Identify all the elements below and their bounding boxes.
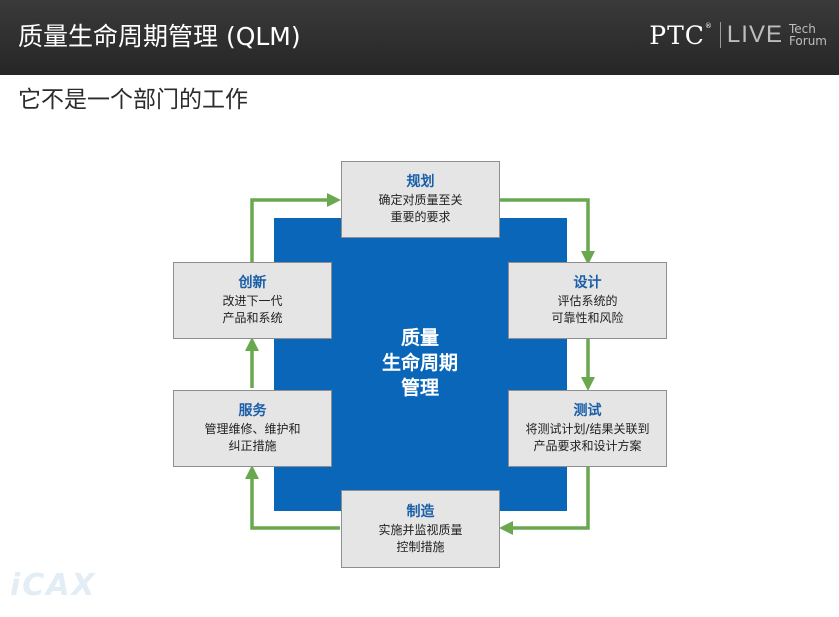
icax-watermark: iCAX xyxy=(10,568,97,603)
core-line-2: 生命周期 xyxy=(381,352,458,374)
qlm-core-label: 质量 生命周期 管理 xyxy=(360,326,480,401)
stage-test-desc-2: 产品要求和设计方案 xyxy=(533,439,642,453)
stage-plan-desc: 确定对质量至关 重要的要求 xyxy=(378,192,462,226)
stage-test: 测试 将测试计划/结果关联到 产品要求和设计方案 xyxy=(508,390,667,467)
stage-manufacture-title: 制造 xyxy=(406,503,435,520)
stage-manufacture: 制造 实施并监视质量 控制措施 xyxy=(341,490,500,568)
stage-manufacture-desc: 实施并监视质量 控制措施 xyxy=(378,522,462,556)
stage-service-desc-1: 管理维修、维护和 xyxy=(204,422,301,436)
stage-plan-desc-1: 确定对质量至关 xyxy=(378,193,463,207)
stage-manufacture-desc-2: 控制措施 xyxy=(396,539,445,554)
logo-tech-text: Tech xyxy=(788,22,816,36)
stage-innovate-desc: 改进下一代 产品和系统 xyxy=(222,293,282,327)
stage-plan-title: 规划 xyxy=(406,174,435,190)
stage-plan-desc-2: 重要的要求 xyxy=(390,210,451,224)
logo-registered-mark: ® xyxy=(704,22,712,30)
stage-innovate-desc-1: 改进下一代 xyxy=(222,294,283,308)
logo-divider xyxy=(719,22,721,48)
stage-service-title: 服务 xyxy=(238,403,267,419)
arrow-plan-to-design xyxy=(500,198,595,265)
header-bar: 质量生命周期管理 (QLM) PTC ® LIVE Tech Forum xyxy=(0,0,839,75)
stage-service-desc-2: 纠正措施 xyxy=(228,439,277,453)
arrow-test-to-manufacture xyxy=(499,466,590,535)
stage-service: 服务 管理维修、维护和 纠正措施 xyxy=(173,390,332,467)
stage-design-desc: 评估系统的 可靠性和风险 xyxy=(551,293,623,327)
stage-innovate-title: 创新 xyxy=(238,275,267,291)
logo-tech-forum: Tech Forum xyxy=(789,23,827,47)
core-line-1: 质量 xyxy=(400,327,439,349)
logo-live-text: LIVE xyxy=(726,21,783,48)
stage-manufacture-desc-1: 实施并监视质量 xyxy=(378,522,463,537)
stage-innovate: 创新 改进下一代 产品和系统 xyxy=(173,262,332,339)
stage-design: 设计 评估系统的 可靠性和风险 xyxy=(508,262,667,339)
arrow-innovate-to-plan xyxy=(250,193,341,262)
stage-test-title: 测试 xyxy=(573,403,602,419)
page-title: 质量生命周期管理 (QLM) xyxy=(18,22,301,51)
stage-design-title: 设计 xyxy=(573,275,602,291)
core-line-3: 管理 xyxy=(400,377,439,399)
ptc-live-logo: PTC ® LIVE Tech Forum xyxy=(649,18,827,52)
stage-test-desc: 将测试计划/结果关联到 产品要求和设计方案 xyxy=(525,421,649,455)
stage-service-desc: 管理维修、维护和 纠正措施 xyxy=(204,421,300,455)
logo-ptc-text: PTC xyxy=(649,20,705,50)
stage-innovate-desc-2: 产品和系统 xyxy=(222,311,283,325)
stage-design-desc-1: 评估系统的 xyxy=(557,294,618,308)
stage-design-desc-2: 可靠性和风险 xyxy=(551,311,624,325)
arrow-manufacture-to-service xyxy=(245,465,340,530)
stage-plan: 规划 确定对质量至关 重要的要求 xyxy=(341,161,500,238)
logo-forum-text: Forum xyxy=(788,34,827,48)
stage-test-desc-1: 将测试计划/结果关联到 xyxy=(525,422,650,436)
slide-subtitle: 它不是一个部门的工作 xyxy=(18,87,248,113)
